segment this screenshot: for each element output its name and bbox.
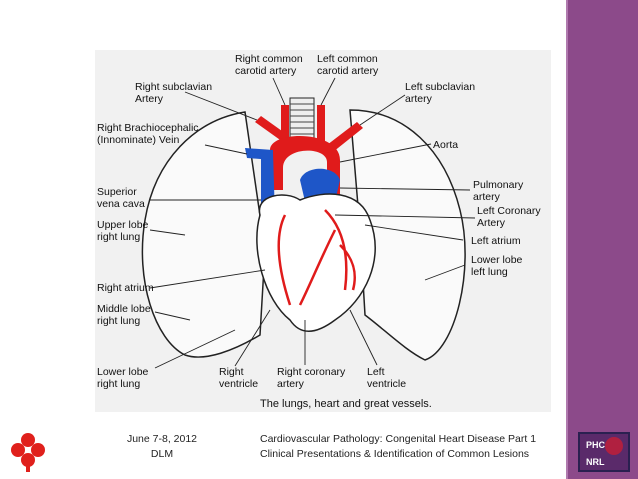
phc-nrl-logo: PHC NRL bbox=[578, 432, 630, 472]
leader-lines bbox=[149, 77, 476, 369]
right-lung-outline bbox=[141, 111, 266, 358]
footer-title-line1: Cardiovascular Pathology: Congenital Hea… bbox=[260, 433, 537, 445]
sidebar-divider bbox=[566, 0, 568, 479]
left-carotid-artery bbox=[317, 105, 325, 150]
left-lung-outline bbox=[349, 109, 466, 361]
right-brachiocephalic-vein bbox=[245, 148, 273, 160]
right-carotid-artery bbox=[281, 105, 289, 150]
left-subclavian-artery bbox=[327, 122, 363, 152]
trachea bbox=[289, 97, 315, 144]
footer-date: June 7-8, 2012 DLM bbox=[112, 432, 212, 462]
label-aorta: Aorta bbox=[433, 139, 458, 151]
footer-date-line: June 7-8, 2012 bbox=[126, 433, 198, 445]
right-coronary-artery bbox=[277, 214, 292, 306]
footer-author: DLM bbox=[150, 448, 174, 460]
figure-caption: The lungs, heart and great vessels. bbox=[260, 398, 432, 410]
label-right-brachiocephalic: Right Brachiocephalic(Innominate) Vein bbox=[97, 122, 199, 146]
label-left-atrium: Left atrium bbox=[471, 235, 521, 247]
aortic-arch bbox=[270, 136, 340, 195]
footer-title: Cardiovascular Pathology: Congenital Hea… bbox=[260, 432, 536, 462]
right-subclavian-artery bbox=[255, 116, 289, 142]
footer-title-line2: Clinical Presentations & Identification … bbox=[260, 448, 530, 460]
accent-sidebar bbox=[568, 0, 638, 479]
heart bbox=[256, 193, 376, 332]
label-right-atrium: Right atrium bbox=[97, 282, 154, 294]
logo-text-bottom: NRL bbox=[586, 457, 605, 467]
clover-logo-icon bbox=[10, 432, 46, 472]
left-coronary-artery bbox=[298, 209, 357, 306]
logo-text-top: PHC bbox=[586, 440, 606, 450]
